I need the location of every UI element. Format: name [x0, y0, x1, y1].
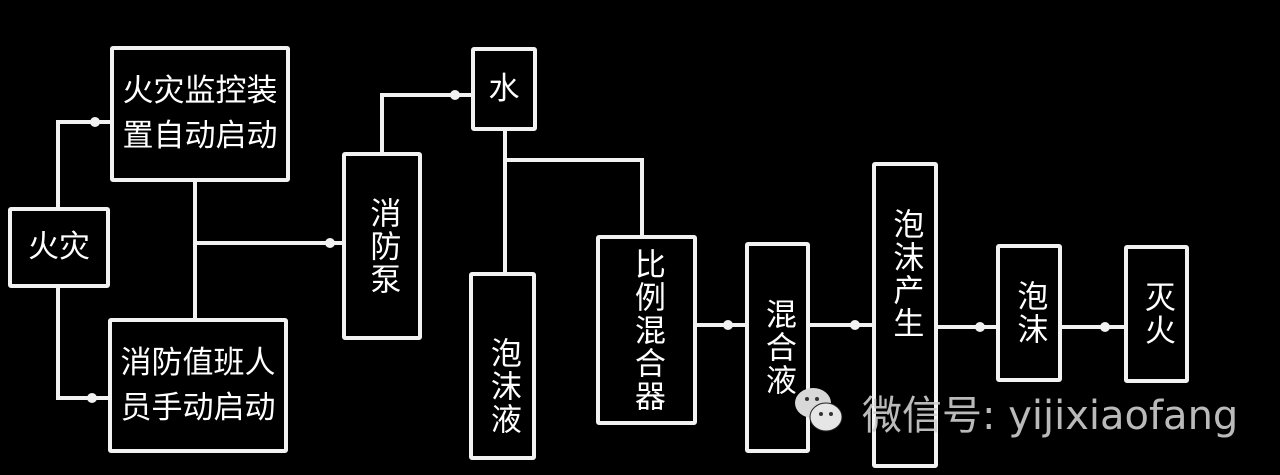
node-label: 混合液 — [759, 298, 796, 397]
arrow-dot — [325, 238, 335, 248]
node-water: 水 — [471, 47, 537, 131]
node-foam-generator: 泡沫产生 — [872, 162, 938, 468]
node-manual-start: 消防值班人员手动启动 — [108, 318, 288, 453]
arrow-dot — [1100, 322, 1110, 332]
arrow-dot — [975, 322, 985, 332]
arrow-dot — [450, 90, 460, 100]
wechat-icon — [795, 388, 843, 432]
arrow-dot — [850, 320, 860, 330]
node-label: 水 — [488, 70, 520, 107]
node-fire: 火灾 — [8, 207, 110, 288]
node-label: 比例混合器 — [628, 247, 665, 413]
connector-fire-auto — [56, 120, 112, 207]
node-label: 火灾监控装置自动启动 — [122, 73, 278, 154]
node-label: 灭火 — [1138, 281, 1175, 347]
node-label: 泡沫 — [1011, 280, 1048, 346]
arrow-dot — [723, 320, 733, 330]
arrow-dot — [90, 117, 100, 127]
node-mixture: 混合液 — [745, 242, 810, 453]
node-label: 消防值班人员手动启动 — [120, 344, 276, 426]
arrow-dot — [87, 393, 97, 403]
node-extinguish: 灭火 — [1124, 245, 1189, 383]
watermark-text: 微信号: yijixiaofang — [862, 393, 1239, 439]
connector-fire-manual — [56, 288, 110, 400]
connector-pump-water — [380, 93, 472, 153]
node-foam-liquid: 泡沫液 — [469, 272, 536, 460]
node-proportioner: 比例混合器 — [596, 235, 697, 425]
node-pump: 消防泵 — [342, 152, 422, 340]
node-label: 消防泵 — [364, 196, 401, 296]
node-label: 泡沫产生 — [887, 208, 924, 340]
node-label: 泡沫液 — [484, 336, 521, 436]
node-foam: 泡沫 — [996, 244, 1062, 382]
node-auto-start: 火灾监控装置自动启动 — [110, 46, 290, 182]
connector-water-proportioner — [505, 158, 644, 235]
node-label: 火灾 — [28, 229, 90, 266]
